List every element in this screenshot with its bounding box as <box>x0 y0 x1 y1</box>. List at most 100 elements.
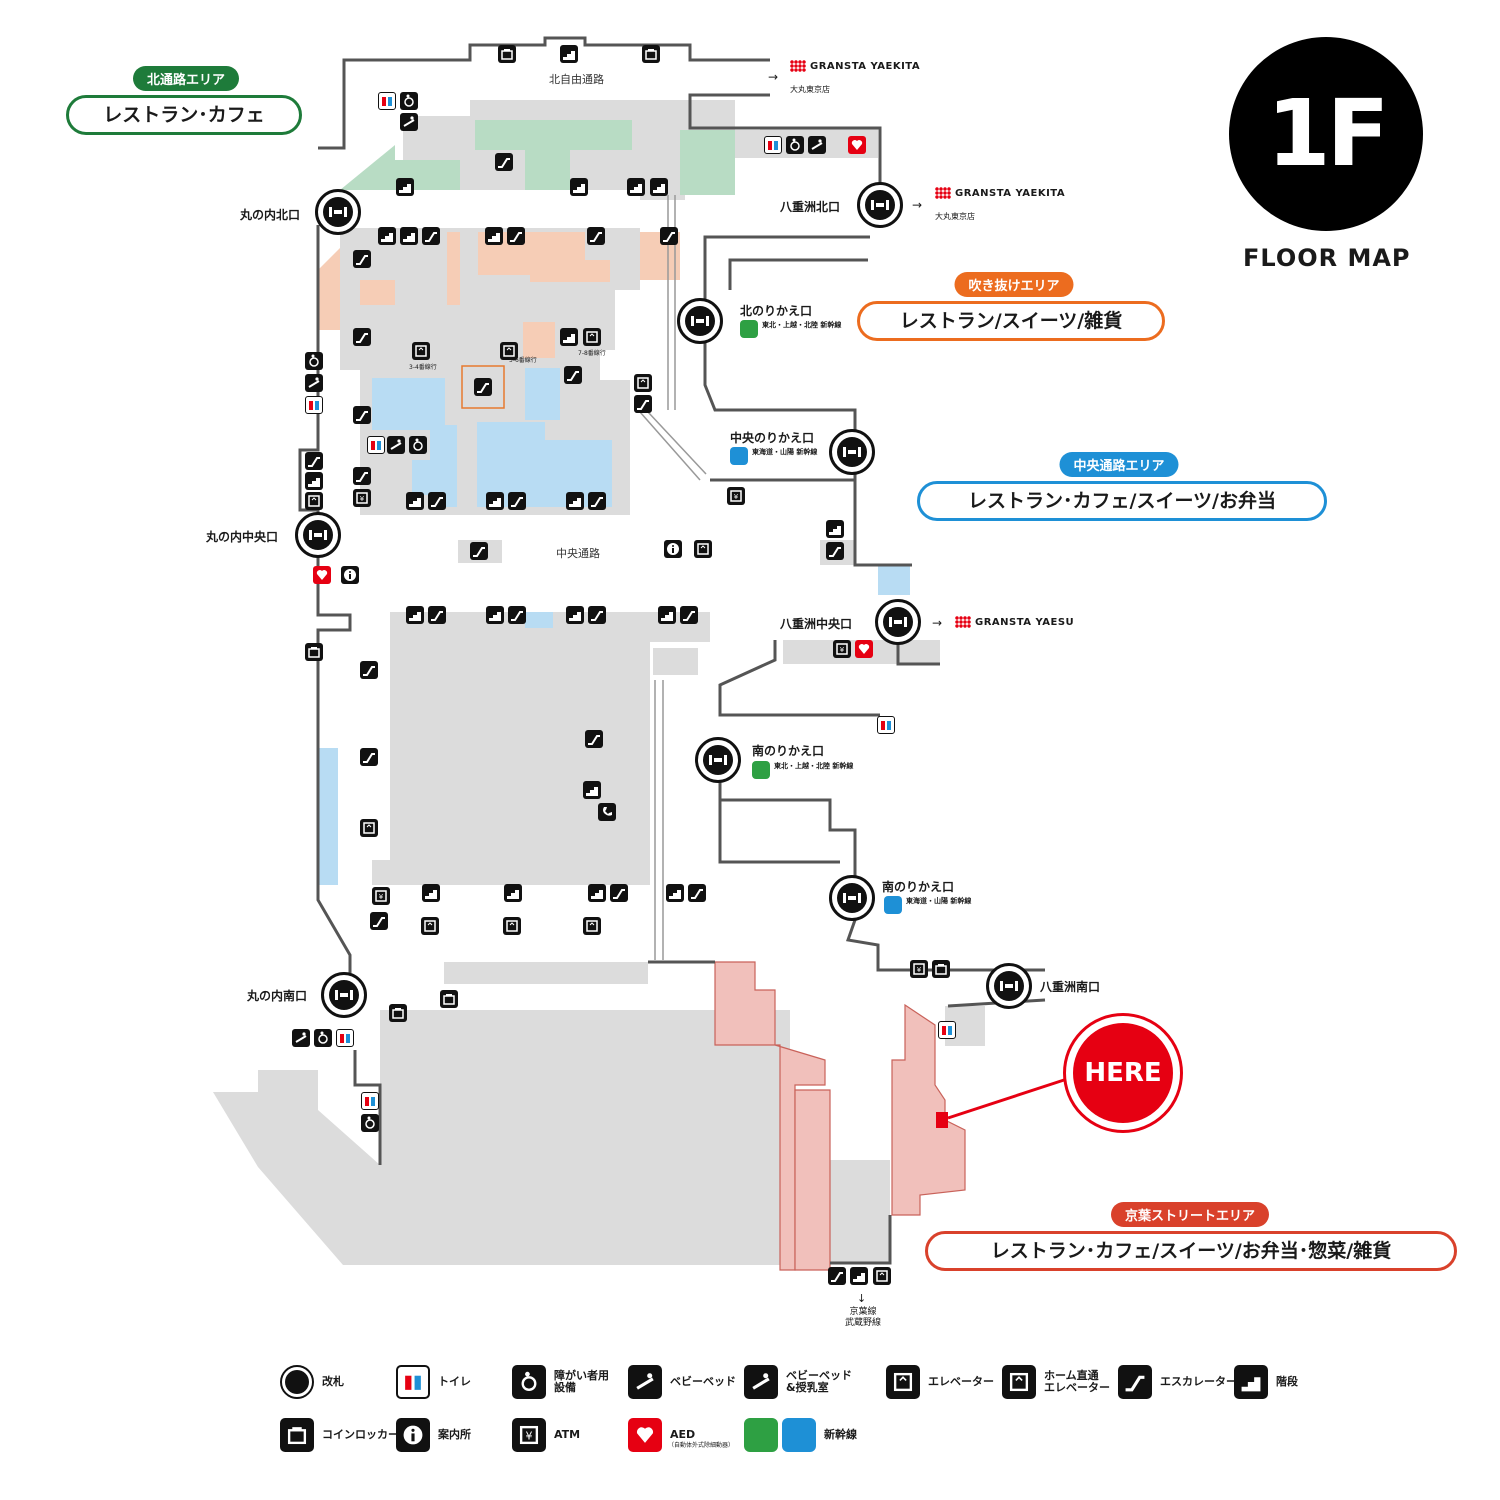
aed-icon <box>855 640 873 658</box>
stairs-icon <box>1234 1365 1268 1399</box>
escalator-icon <box>660 227 678 245</box>
escalator-icon <box>508 606 526 624</box>
gate-icon[interactable] <box>321 972 367 1018</box>
legend-item-baby-bed: ベビーベッド <box>628 1365 736 1399</box>
escalator-icon <box>585 730 603 748</box>
escalator-icon <box>508 492 526 510</box>
floor-map-caption: FLOOR MAP <box>1243 244 1411 272</box>
granstayaekita-link-1[interactable]: GRANSTA YAEKITA <box>790 60 920 72</box>
escalator-icon <box>587 227 605 245</box>
stairs-icon <box>566 492 584 510</box>
stairs-icon <box>400 227 418 245</box>
gate-label-marunouchi-north: 丸の内北口 <box>240 208 301 222</box>
stairs-icon <box>850 1267 868 1285</box>
accessible-icon <box>305 352 323 370</box>
shinkansen-icon <box>744 1418 816 1452</box>
escalator-icon <box>495 153 513 171</box>
baby-bed-icon <box>400 113 418 131</box>
aed-sub-label: （自動体外式除細動器） <box>668 1442 735 1449</box>
elevator-label-34: 3-4番線行 <box>409 364 437 371</box>
locker-icon <box>389 1004 407 1022</box>
info-icon <box>341 566 359 584</box>
escalator-icon <box>610 884 628 902</box>
gate-icon[interactable] <box>695 737 741 783</box>
here-pointer-line <box>947 1078 1065 1120</box>
stairs-icon <box>588 884 606 902</box>
passage-north-free: 北自由通路 <box>549 73 604 86</box>
down-arrow-icon: ↓ <box>857 1292 867 1305</box>
gate-icon[interactable] <box>829 429 875 475</box>
stairs-icon <box>396 178 414 196</box>
gate-label-yaesu-central: 八重洲中央口 <box>780 617 853 631</box>
legend-item-stairs: 階段 <box>1234 1365 1298 1399</box>
stairs-icon <box>406 492 424 510</box>
elevator-icon <box>886 1365 920 1399</box>
stairs-icon <box>504 884 522 902</box>
elevator-label-78: 7-8番線行 <box>578 350 606 357</box>
escalator-icon <box>588 606 606 624</box>
escalator-icon <box>828 1267 846 1285</box>
escalator-icon <box>370 912 388 930</box>
area-desc-central[interactable]: レストラン･カフェ/スイーツ/お弁当 <box>917 481 1327 521</box>
svg-text:¥: ¥ <box>917 966 922 974</box>
stairs-icon <box>560 45 578 63</box>
escalator-icon <box>826 542 844 560</box>
atm-icon: ¥ <box>372 887 390 905</box>
locker-icon <box>305 643 323 661</box>
stairs-icon <box>406 606 424 624</box>
legend-item-aed: AED <box>628 1418 695 1452</box>
gate-icon[interactable] <box>315 189 361 235</box>
svg-text:¥: ¥ <box>379 893 384 901</box>
atm-icon: ¥ <box>910 960 928 978</box>
svg-text:¥: ¥ <box>840 646 845 654</box>
legend-item-elevator: エレベーター <box>886 1365 994 1399</box>
shinkansen-tokaido-icon <box>730 447 748 465</box>
accessible-icon <box>361 1114 379 1132</box>
granstayaekita-link-2[interactable]: GRANSTA YAEKITA <box>935 187 1065 199</box>
granstayaesu-link[interactable]: GRANSTA YAESU <box>955 616 1074 628</box>
gate-icon[interactable] <box>986 963 1032 1009</box>
elevator-icon <box>412 342 430 360</box>
atm-icon: ¥ <box>727 487 745 505</box>
accessible-icon <box>512 1365 546 1399</box>
granstayaekita-logo <box>790 60 806 72</box>
legend-item-escalator: エスカレーター <box>1118 1365 1237 1399</box>
escalator-icon <box>305 452 323 470</box>
gate-icon[interactable] <box>677 298 723 344</box>
legend-item-shinkansen: 新幹線 <box>744 1418 857 1452</box>
stairs-icon <box>422 884 440 902</box>
gate-icon[interactable] <box>857 182 903 228</box>
toilet-icon <box>938 1021 956 1039</box>
gate-icon[interactable] <box>829 875 875 921</box>
legend-item-nursing-room: ベビーベッド &授乳室 <box>744 1365 852 1399</box>
stairs-icon <box>627 178 645 196</box>
escalator-icon <box>634 395 652 413</box>
area-tag-fukinuke: 吹き抜けエリア <box>954 272 1074 297</box>
aed-icon <box>848 136 866 154</box>
shops-central <box>318 368 910 885</box>
elevator-icon <box>694 540 712 558</box>
area-desc-fukinuke[interactable]: レストラン/スイーツ/雑貨 <box>857 301 1165 341</box>
stairs-icon <box>486 492 504 510</box>
accessible-icon <box>786 136 804 154</box>
here-marker: HERE <box>1063 1013 1183 1133</box>
locker-icon <box>498 45 516 63</box>
accessible-icon <box>409 436 427 454</box>
gate-label-yaesu-south: 八重洲南口 <box>1040 980 1101 994</box>
stairs-icon <box>583 781 601 799</box>
stairs-icon <box>485 227 503 245</box>
area-desc-keiyo[interactable]: レストラン･カフェ/スイーツ/お弁当･惣菜/雑貨 <box>925 1231 1457 1271</box>
gate-label-central-transfer: 中央のりかえ口 <box>730 431 815 445</box>
elevator-label-56: 5-6番線行 <box>509 357 537 364</box>
svg-text:¥: ¥ <box>734 493 739 501</box>
escalator-icon <box>588 492 606 510</box>
area-desc-north[interactable]: レストラン･カフェ <box>66 95 302 135</box>
area-tag-central: 中央通路エリア <box>1059 452 1179 477</box>
gate-label-yaesu-north: 八重洲北口 <box>780 200 841 214</box>
stairs-icon <box>486 606 504 624</box>
arrow-right-icon: → <box>912 198 923 212</box>
gate-icon[interactable] <box>295 512 341 558</box>
stairs-icon <box>658 606 676 624</box>
gate-icon[interactable] <box>875 599 921 645</box>
